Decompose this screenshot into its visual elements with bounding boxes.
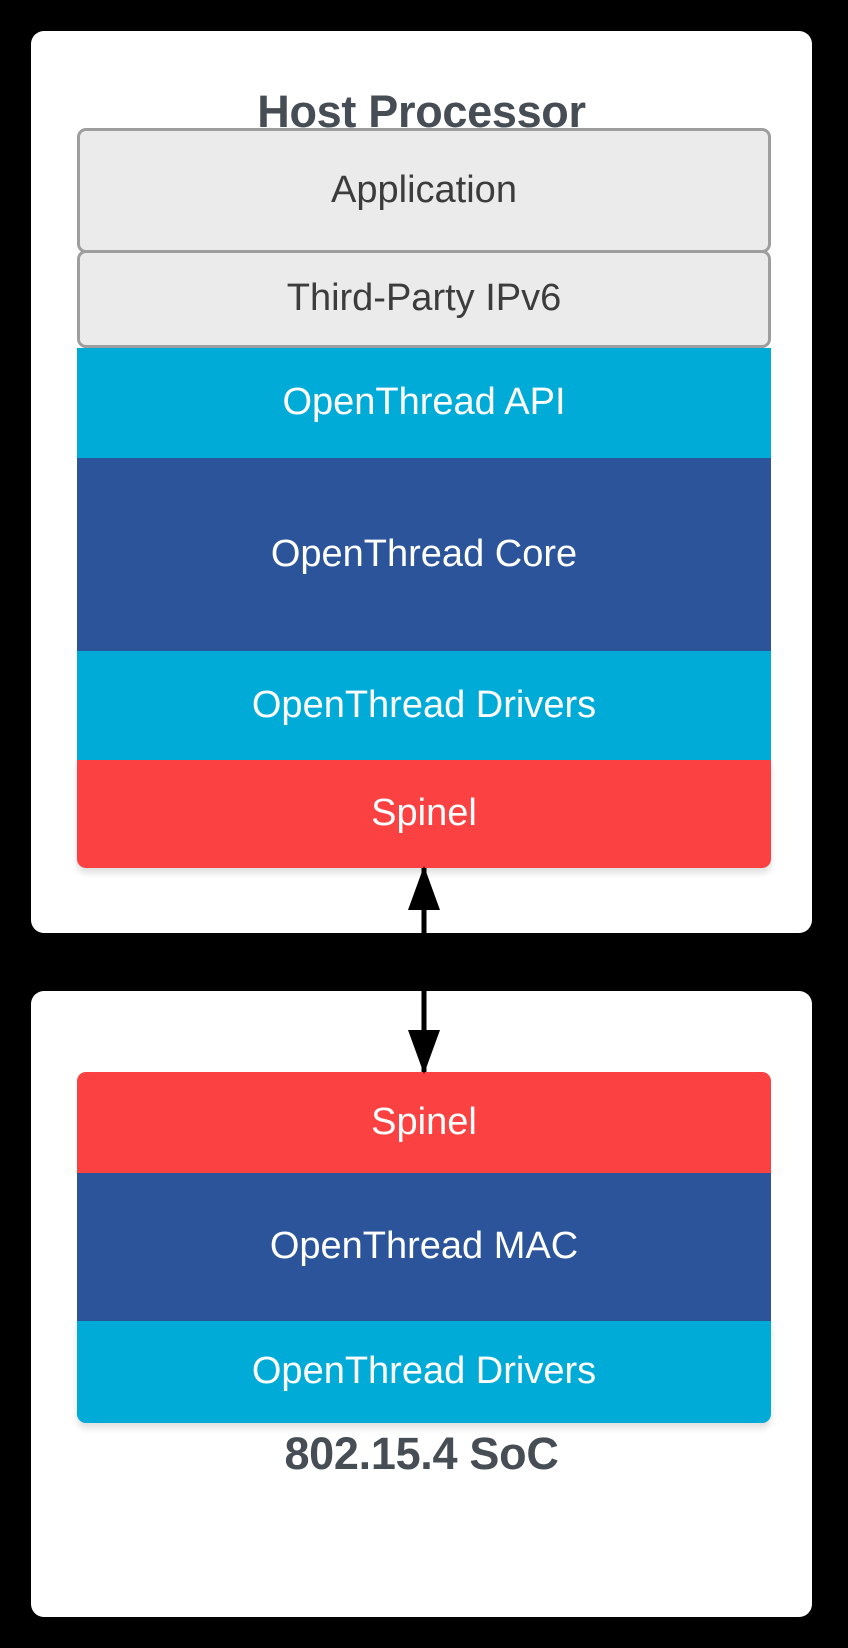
layer-stack-soc: Spinel OpenThread MAC OpenThread Drivers (77, 1072, 771, 1423)
layer-third-party-ipv6[interactable]: Third-Party IPv6 (77, 250, 771, 348)
layer-label: Third-Party IPv6 (286, 277, 562, 320)
layer-label: Spinel (371, 792, 477, 835)
layer-label: OpenThread MAC (269, 1225, 579, 1268)
panel-802-15-4-soc: Spinel OpenThread MAC OpenThread Drivers… (31, 991, 812, 1617)
layer-application[interactable]: Application (77, 128, 771, 253)
layer-spinel-soc[interactable]: Spinel (77, 1072, 771, 1173)
panel-host-processor: Host Processor Application Third-Party I… (31, 31, 812, 933)
layer-openthread-drivers-host[interactable]: OpenThread Drivers (77, 651, 771, 760)
layer-label: Application (331, 168, 517, 211)
layer-openthread-api[interactable]: OpenThread API (77, 348, 771, 458)
layer-openthread-core[interactable]: OpenThread Core (77, 458, 771, 651)
panel-title-802-15-4-soc: 802.15.4 SoC (284, 1428, 559, 1479)
layer-spinel-host[interactable]: Spinel (77, 760, 771, 868)
layer-label: OpenThread Core (270, 532, 578, 575)
layer-openthread-mac[interactable]: OpenThread MAC (77, 1173, 771, 1321)
layer-stack-host: Application Third-Party IPv6 OpenThread … (77, 128, 771, 868)
layer-label: OpenThread API (282, 381, 566, 424)
layer-openthread-drivers-soc[interactable]: OpenThread Drivers (77, 1321, 771, 1423)
panel-title-host-processor: Host Processor (257, 86, 586, 137)
layer-label: OpenThread Drivers (251, 1350, 597, 1393)
layer-label: OpenThread Drivers (251, 683, 597, 726)
layer-label: Spinel (371, 1100, 477, 1143)
